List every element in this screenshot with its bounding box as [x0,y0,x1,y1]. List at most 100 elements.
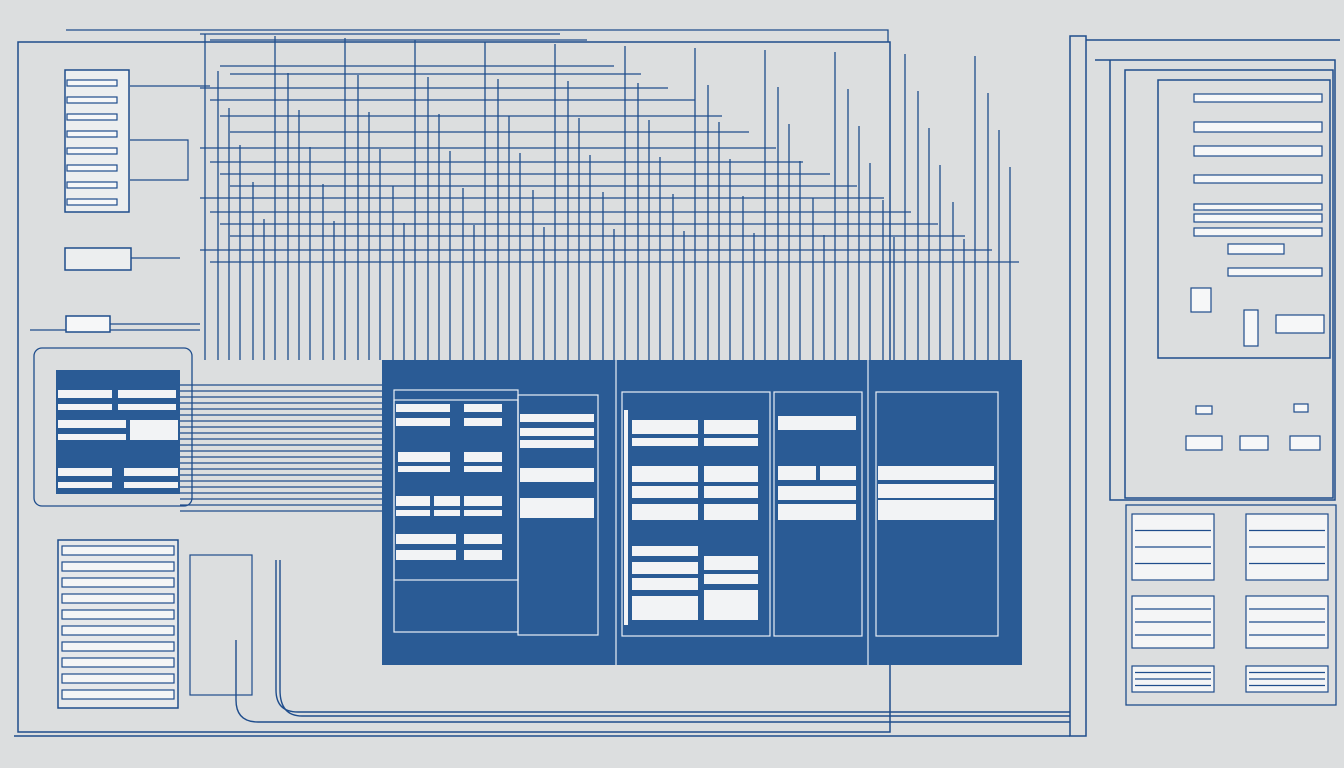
panel-row [704,574,758,584]
left-bottom-side-box [189,554,253,696]
panel-row [464,510,502,516]
list-row [61,609,175,620]
card-row [58,482,112,488]
panel-row [520,428,594,436]
list-row [61,577,175,588]
panel-row [464,452,502,462]
panel-row [520,468,594,482]
card-row [124,468,178,476]
panel-row [704,556,758,570]
panel-column [517,394,599,636]
list-row [61,545,175,556]
panel-row [464,404,502,412]
card-row [118,390,176,398]
form-field [1193,174,1323,184]
form-field [1193,213,1323,223]
form-field [1193,121,1323,133]
panel-row [778,416,856,430]
panel-row [520,414,594,422]
card-row [58,468,112,476]
panel-row [520,440,594,448]
panel-row [632,578,698,590]
panel-row [878,484,994,498]
panel-row [632,504,698,520]
center-blue-panel [382,360,1022,665]
wire-feeder [30,85,210,331]
wire-h [66,29,889,42]
table-row [66,113,118,121]
list-row [61,625,175,636]
mini-box [1293,403,1309,413]
form-field [1193,203,1323,211]
card-row [58,434,126,440]
list-row [61,593,175,604]
form-field [1227,267,1323,277]
mini-box [1239,435,1269,451]
card-row [58,420,126,428]
panel-row [464,550,502,560]
panel-column [621,391,771,637]
table-row [66,79,118,87]
panel-row [632,546,698,556]
right-form-frame [1157,79,1331,359]
panel-row [398,452,450,462]
panel-row [464,534,502,544]
panel-row [396,496,430,506]
bottom-pipes [14,560,1070,737]
panel-row [632,466,698,482]
mini-box [1185,435,1223,451]
right-bottom-tables [1125,504,1337,706]
right-form [1185,93,1325,451]
table-row [66,130,118,138]
panel-row [396,404,450,412]
left-stacked-table [64,69,132,333]
wire-bundle-vertical [204,34,1011,360]
mini-box [1289,435,1321,451]
left-tiny-box [65,315,111,333]
card-row [130,420,178,440]
panel-column [773,391,863,637]
card-row [58,404,112,410]
form-field [1193,227,1323,237]
right-inner-frame [1124,69,1334,499]
panel-row [878,466,994,480]
right-rail [1069,35,1087,737]
left-bottom-list [57,539,253,709]
panel-column [875,391,999,637]
form-field [1227,243,1285,255]
left-small-box [64,247,132,271]
card-row [118,404,176,410]
panel-row [398,466,450,472]
panel-row [464,466,502,472]
wire-bundle-top [66,29,1019,263]
panel-row [704,486,758,498]
table-row [66,198,118,206]
panel-row [632,420,698,434]
left-blue-card [33,347,193,507]
card-row [58,390,112,398]
panel-row [820,466,856,480]
panel-row [778,504,856,520]
panel-row [778,466,816,480]
panel-row [434,496,460,506]
table-row [66,181,118,189]
panel-row [464,418,502,426]
panel-row [704,466,758,482]
panel-row [396,550,456,560]
list-row [61,561,175,572]
list-row [61,673,175,684]
mini-box [1195,405,1213,415]
panel-row [704,504,758,520]
panel-row [396,534,456,544]
panel-row [632,596,698,620]
panel-row [396,510,430,516]
panel-row [520,498,594,518]
wire-bundle-left [30,85,382,512]
panel-row [704,438,758,446]
form-field [1193,93,1323,103]
table-row [66,164,118,172]
panel-row [632,562,698,574]
list-row [61,657,175,668]
panel-row [632,438,698,446]
